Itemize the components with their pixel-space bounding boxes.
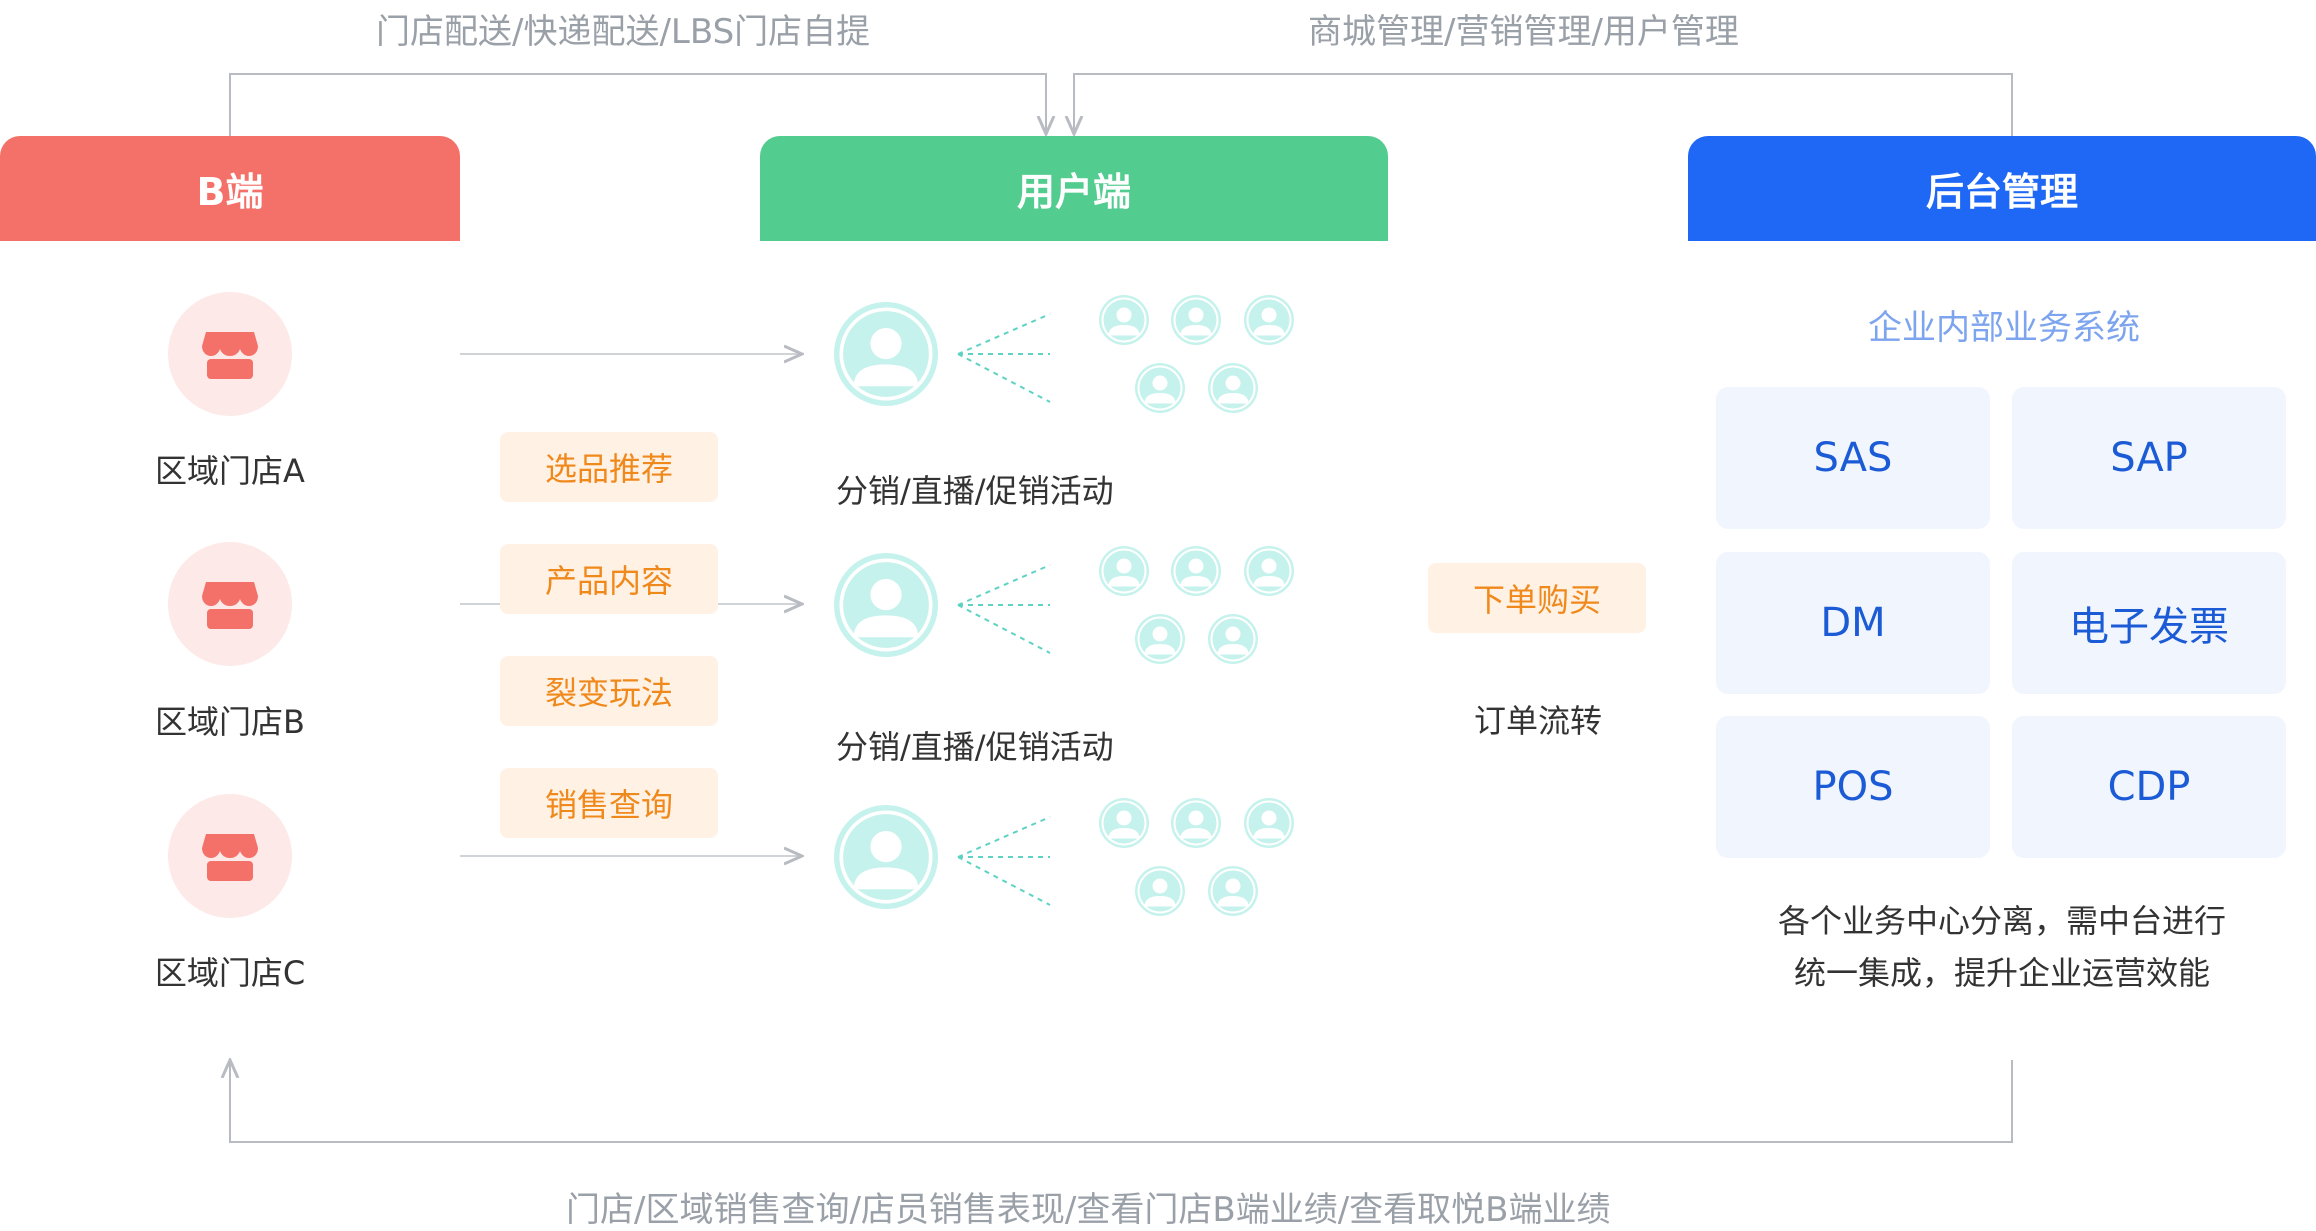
user-icon-small bbox=[1135, 866, 1185, 916]
user-icon-small bbox=[1099, 798, 1149, 848]
system-tile-dm: DM bbox=[1716, 552, 1990, 694]
admin-note-line1: 各个业务中心分离，需中台进行 bbox=[1777, 902, 2227, 940]
user-icon-small bbox=[1171, 798, 1221, 848]
connector-b-to-user-top bbox=[229, 73, 1046, 136]
share-dash-line bbox=[957, 564, 1051, 606]
system-tile-cdp: CDP bbox=[2012, 716, 2286, 858]
store-icon-c bbox=[168, 794, 292, 918]
systems-title: 企业内部业务系统 bbox=[1868, 308, 2140, 348]
store-icon bbox=[202, 834, 258, 881]
user-icon-small bbox=[1208, 866, 1258, 916]
connector-admin-to-b-bottom bbox=[230, 1060, 2013, 1143]
header-user: 用户端 bbox=[760, 136, 1388, 241]
user-icon-small bbox=[1208, 614, 1258, 664]
activity-label-1: 分销/直播/促销活动 bbox=[836, 472, 1114, 510]
connector-admin-to-user-top bbox=[1074, 73, 2013, 136]
store-icon bbox=[202, 332, 258, 379]
user-icon-small bbox=[1244, 798, 1294, 848]
store-label-a: 区域门店A bbox=[155, 452, 305, 490]
header-admin: 后台管理 bbox=[1688, 136, 2316, 241]
system-tile-invoice: 电子发票 bbox=[2012, 552, 2286, 694]
user-icon-small bbox=[1099, 295, 1149, 345]
user-icon-small bbox=[1244, 546, 1294, 596]
header-b-title: B端 bbox=[196, 170, 264, 214]
store-icon-a bbox=[168, 292, 292, 416]
activity-label-2: 分销/直播/促销活动 bbox=[836, 728, 1114, 766]
user-icon-small bbox=[1171, 546, 1221, 596]
store-icon-b bbox=[168, 542, 292, 666]
user-icon-large bbox=[834, 553, 938, 657]
user-icon-large bbox=[834, 805, 938, 909]
user-icon-large bbox=[834, 302, 938, 406]
share-dash-line bbox=[957, 816, 1051, 858]
order-chip: 下单购买 bbox=[1428, 563, 1646, 633]
top-left-caption: 门店配送/快递配送/LBS门店自提 bbox=[376, 12, 871, 52]
order-caption: 订单流转 bbox=[1474, 702, 1603, 740]
store-label-c: 区域门店C bbox=[154, 954, 306, 992]
user-icon-small bbox=[1135, 614, 1185, 664]
top-right-caption: 商城管理/营销管理/用户管理 bbox=[1308, 12, 1739, 52]
admin-note-line2: 统一集成，提升企业运营效能 bbox=[1793, 954, 2211, 992]
user-icon-small bbox=[1244, 295, 1294, 345]
system-tile-pos: POS bbox=[1716, 716, 1990, 858]
user-icon-small bbox=[1208, 363, 1258, 413]
bottom-caption: 门店/区域销售查询/店员销售表现/查看门店B端业绩/查看取悦B端业绩 bbox=[566, 1190, 1611, 1230]
feature-chip-viral: 裂变玩法 bbox=[500, 656, 718, 726]
user-icon-small bbox=[1135, 363, 1185, 413]
store-icon bbox=[202, 582, 258, 629]
share-dash-line bbox=[957, 353, 1051, 403]
share-dash-line bbox=[957, 313, 1051, 355]
header-user-title: 用户端 bbox=[1016, 170, 1131, 214]
system-tile-sap: SAP bbox=[2012, 387, 2286, 529]
feature-chip-select: 选品推荐 bbox=[500, 432, 718, 502]
header-b: B端 bbox=[0, 136, 460, 241]
user-icon-small bbox=[1171, 295, 1221, 345]
user-icon-small bbox=[1099, 546, 1149, 596]
header-admin-title: 后台管理 bbox=[1925, 170, 2078, 214]
system-tile-sas: SAS bbox=[1716, 387, 1990, 529]
store-label-b: 区域门店B bbox=[155, 703, 305, 741]
feature-chip-sales: 销售查询 bbox=[500, 768, 718, 838]
feature-chip-content: 产品内容 bbox=[500, 544, 718, 614]
share-dash-line bbox=[957, 856, 1051, 906]
share-dash-line bbox=[957, 604, 1051, 654]
